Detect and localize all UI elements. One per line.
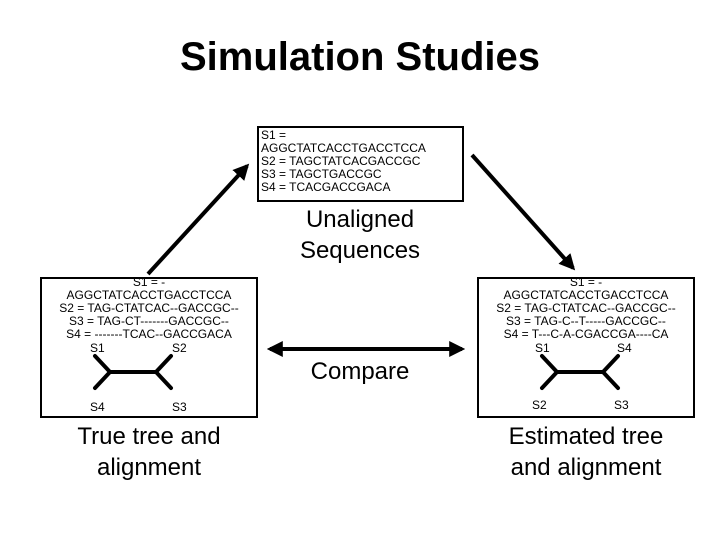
compare-label: Compare [310,358,410,385]
true-leaf-label: S2 [172,341,187,355]
unaligned-sequences-box: S1 = AGGCTATCACCTGACCTCCA S2 = TAGCTATCA… [257,126,464,202]
estimated-alignment-box: S1 = - AGGCTATCACCTGACCTCCA S2 = TAG-CTA… [477,277,695,418]
estimated-tree-branch [601,354,620,374]
true-tree [93,354,173,390]
arrow-to-estimated [470,153,576,271]
estimated-seq-line: S3 = TAG-C--T-----GACCGC-- [506,314,666,328]
true-caption-line: alignment [96,454,202,481]
unaligned-caption-line: Sequences [299,237,421,264]
true-leaf-label: S1 [90,341,105,355]
estimated-tree [540,354,620,390]
true-caption-line: True tree and [77,423,221,450]
unaligned-seq-line: S3 = TAGCTGACCGC [261,167,382,181]
estimated-seq-line: AGGCTATCACCTGACCTCCA [503,288,669,302]
estimated-caption-line: Estimated tree [508,423,664,450]
unaligned-caption-line: Unaligned [305,206,415,233]
true-tree-branch [154,370,173,390]
estimated-tree-branch [601,370,620,390]
slide-title: Simulation Studies [179,35,541,79]
arrow-to-unaligned [146,163,250,276]
true-alignment-box: S1 = - AGGCTATCACCTGACCTCCA S2 = TAG-CTA… [40,277,258,418]
true-tree-branch [154,354,173,374]
unaligned-caption: Unaligned Sequences [250,204,470,266]
true-seq-line: AGGCTATCACCTGACCTCCA [66,288,232,302]
true-tree-branch [93,370,112,390]
true-seq-line: S2 = TAG-CTATCAC--GACCGC-- [59,301,239,315]
estimated-seq-line: S1 = - [569,277,603,289]
estimated-caption-line: and alignment [510,454,662,481]
estimated-seq-line: S2 = TAG-CTATCAC--GACCGC-- [496,301,676,315]
estimated-caption: Estimated tree and alignment [475,421,697,483]
unaligned-seq-line: AGGCTATCACCTGACCTCCA [261,141,426,155]
estimated-leaf-label: S1 [535,341,550,355]
true-seq-line: S4 = -------TCAC--GACCGACA [66,327,232,341]
estimated-seq-line: S4 = T---C-A-CGACCGA----CA [503,327,669,341]
estimated-leaf-label: S2 [532,398,547,412]
true-seq-line: S1 = - [132,277,166,289]
estimated-leaf-label: S4 [617,341,632,355]
true-tree-branch [93,354,112,374]
estimated-leaf-label: S3 [614,398,629,412]
true-caption: True tree and alignment [38,421,260,483]
unaligned-seq-line: S1 = [261,128,287,142]
true-leaf-label: S3 [172,400,187,414]
unaligned-seq-line: S2 = TAGCTATCACGACCGC [261,154,421,168]
true-leaf-label: S4 [90,400,105,414]
unaligned-seq-line: S4 = TCACGACCGACA [261,180,391,194]
estimated-tree-branch [540,354,559,374]
true-seq-line: S3 = TAG-CT-------GACCGC-- [69,314,229,328]
estimated-tree-branch [540,370,559,390]
